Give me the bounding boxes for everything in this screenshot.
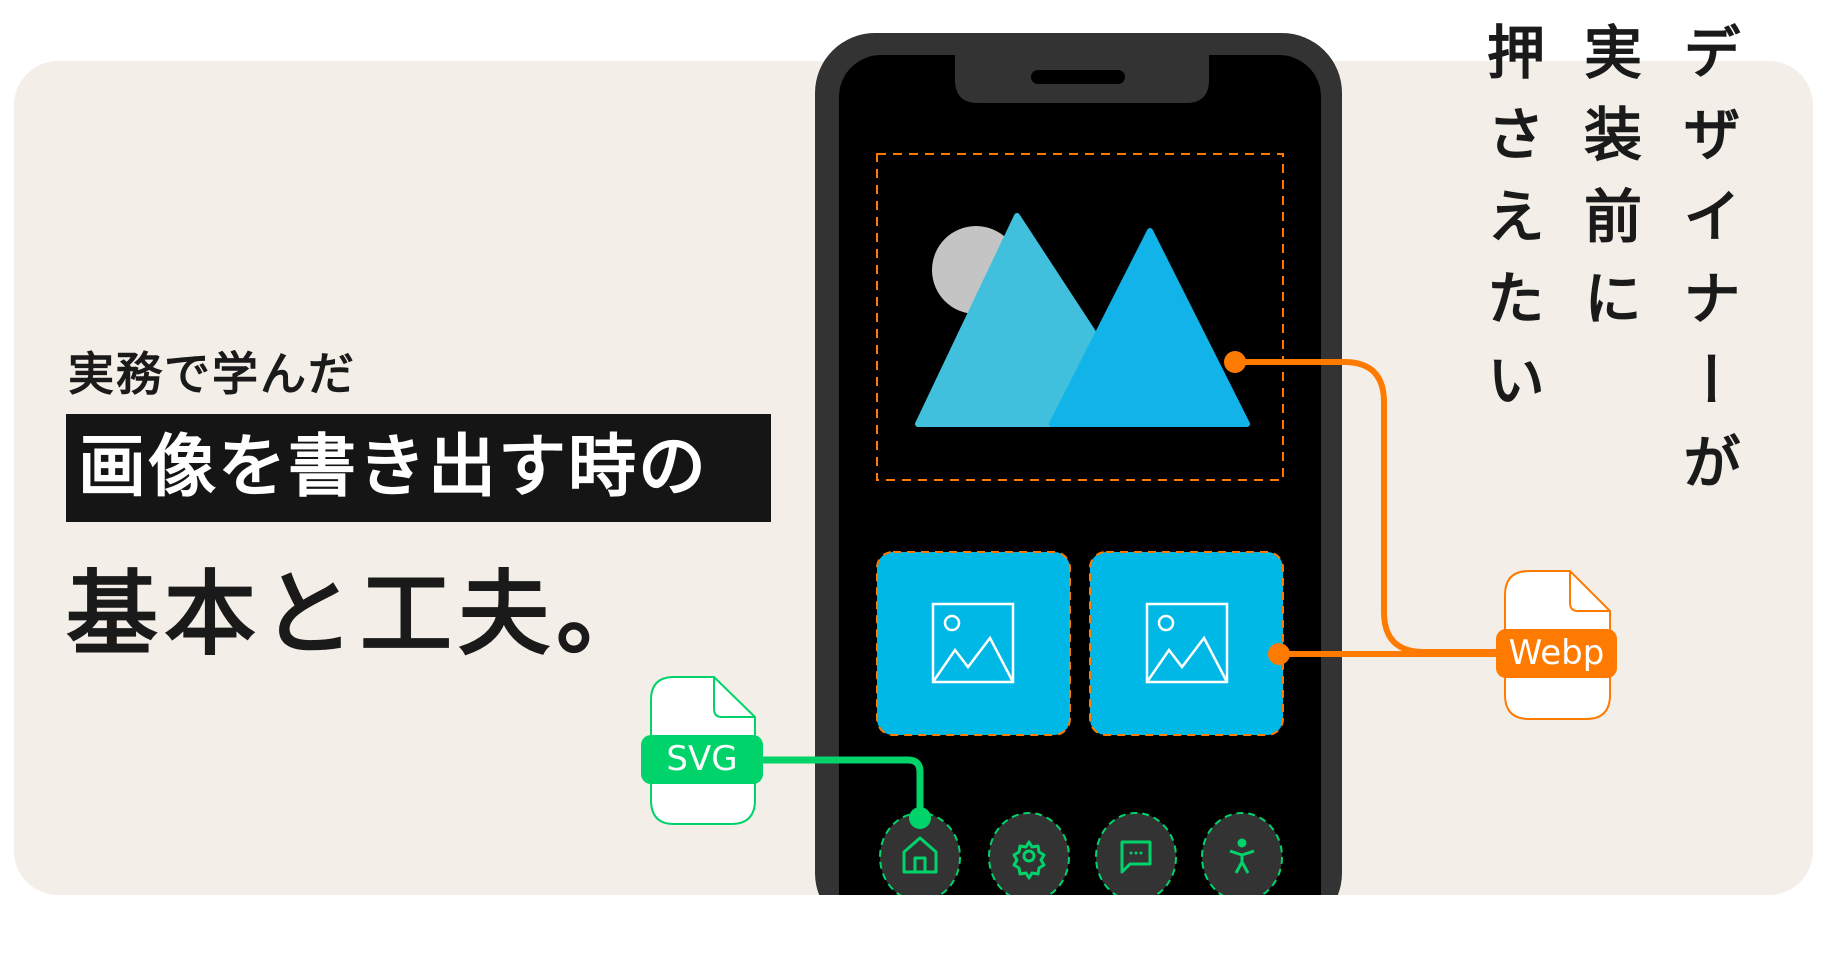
highlight-title: 画像を書き出す時の xyxy=(66,414,771,522)
image-tile-1 xyxy=(876,551,1071,736)
subtitle: 実務で学んだ xyxy=(68,347,356,401)
vertical-copy-2: 実装前に xyxy=(1574,22,1642,350)
image-icon xyxy=(931,602,1229,684)
nav-settings-button xyxy=(988,812,1070,895)
vertical-copy-3: 押さえたい xyxy=(1477,22,1545,432)
vertical-copy-1: デザイナーが xyxy=(1673,22,1741,514)
mountain-2 xyxy=(1049,228,1250,427)
phone-screen xyxy=(839,55,1321,895)
svg-connector xyxy=(760,756,924,819)
accessibility-icon xyxy=(1229,838,1255,874)
main-title: 基本と工夫。 xyxy=(66,561,655,668)
webp-connector xyxy=(1235,359,1500,655)
webp-label: Webp xyxy=(1496,629,1617,678)
speaker xyxy=(1031,70,1125,84)
chat-icon xyxy=(1120,840,1152,874)
hero-image-frame xyxy=(876,153,1284,481)
home-icon xyxy=(902,836,938,874)
nav-chat-button xyxy=(1095,812,1177,895)
image-tile-2 xyxy=(1089,551,1284,736)
gear-icon xyxy=(1012,840,1046,880)
svg-label: SVG xyxy=(641,735,763,784)
